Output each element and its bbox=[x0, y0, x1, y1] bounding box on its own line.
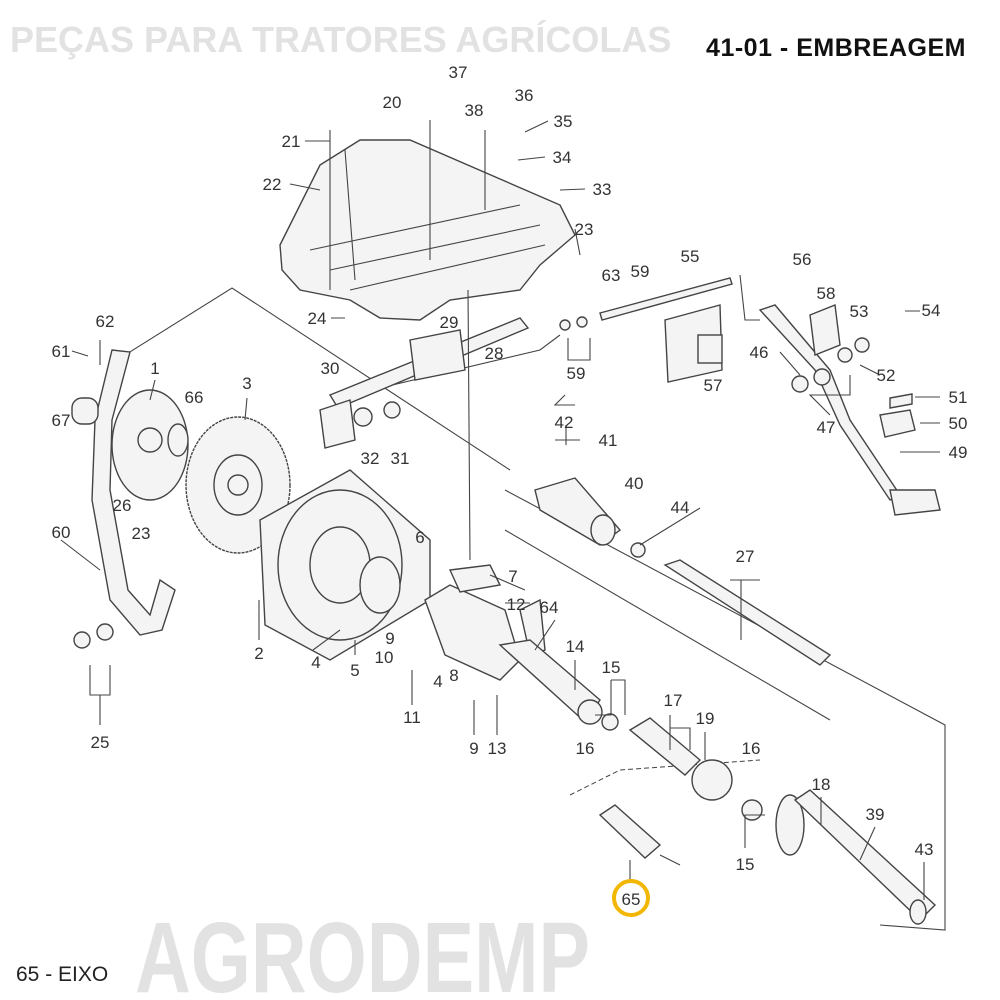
page-title: 41-01 - EMBREAGEM bbox=[706, 34, 966, 62]
callout-label[interactable]: 56 bbox=[793, 250, 812, 269]
callout-label[interactable]: 42 bbox=[555, 413, 574, 432]
callout-label[interactable]: 13 bbox=[488, 739, 507, 758]
callout-label[interactable]: 38 bbox=[465, 101, 484, 120]
input-shaft bbox=[498, 639, 619, 731]
highlight-circle bbox=[612, 879, 650, 917]
callout-label[interactable]: 32 bbox=[361, 449, 380, 468]
callout-label[interactable]: 53 bbox=[850, 302, 869, 321]
callout-label[interactable]: 51 bbox=[949, 388, 968, 407]
callout-label[interactable]: 24 bbox=[308, 309, 327, 328]
callout-label[interactable]: 30 bbox=[321, 359, 340, 378]
callout-label[interactable]: 61 bbox=[52, 342, 71, 361]
callout-label[interactable]: 55 bbox=[681, 247, 700, 266]
callout-label[interactable]: 59 bbox=[631, 262, 650, 281]
brake-pedal-right bbox=[758, 304, 941, 516]
pressure-plate bbox=[259, 469, 431, 661]
callout-label[interactable]: 27 bbox=[736, 547, 755, 566]
shaft-39 bbox=[775, 789, 937, 925]
fork-shaft bbox=[319, 289, 530, 561]
callout-label[interactable]: 64 bbox=[540, 598, 559, 617]
callout-label[interactable]: 10 bbox=[375, 648, 394, 667]
callout-label[interactable]: 58 bbox=[817, 284, 836, 303]
callout-label[interactable]: 17 bbox=[664, 691, 683, 710]
callout-label[interactable]: 57 bbox=[704, 376, 723, 395]
callout-label[interactable]: 12 bbox=[507, 595, 526, 614]
callout-label[interactable]: 21 bbox=[282, 132, 301, 151]
watermark-tagline: PEÇAS PARA TRATORES AGRÍCOLAS bbox=[10, 19, 671, 60]
callout-label[interactable]: 54 bbox=[922, 301, 941, 320]
callout-label[interactable]: 36 bbox=[515, 86, 534, 105]
callout-label[interactable]: 15 bbox=[602, 658, 621, 677]
callout-label[interactable]: 67 bbox=[52, 411, 71, 430]
callout-highlighted[interactable]: 65 bbox=[622, 890, 641, 909]
callout-label[interactable]: 37 bbox=[449, 63, 468, 82]
shaft-17 bbox=[628, 717, 763, 821]
callout-label[interactable]: 40 bbox=[625, 474, 644, 493]
callout-label[interactable]: 47 bbox=[817, 418, 836, 437]
callout-label[interactable]: 25 bbox=[91, 733, 110, 752]
callout-label[interactable]: 8 bbox=[449, 666, 458, 685]
callout-label[interactable]: 5 bbox=[350, 661, 359, 680]
callout-label[interactable]: 15 bbox=[736, 855, 755, 874]
callout-label[interactable]: 16 bbox=[576, 739, 595, 758]
clutch-housing bbox=[279, 120, 576, 321]
callout-label[interactable]: 14 bbox=[566, 637, 585, 656]
callout-label[interactable]: 7 bbox=[508, 567, 517, 586]
callout-label[interactable]: 18 bbox=[812, 775, 831, 794]
callout-label[interactable]: 20 bbox=[383, 93, 402, 112]
callout-label[interactable]: 28 bbox=[485, 344, 504, 363]
callout-label[interactable]: 41 bbox=[599, 431, 618, 450]
callout-label[interactable]: 39 bbox=[866, 805, 885, 824]
shaft-27 bbox=[663, 559, 832, 666]
callout-label[interactable]: 23 bbox=[575, 220, 594, 239]
callout-label[interactable]: 4 bbox=[433, 672, 442, 691]
watermark: PEÇAS PARA TRATORES AGRÍCOLAS AGRODEMP bbox=[10, 19, 671, 1000]
callout-label[interactable]: 46 bbox=[750, 343, 769, 362]
callout-label[interactable]: 43 bbox=[915, 840, 934, 859]
callout-label[interactable]: 9 bbox=[469, 739, 478, 758]
callout-label[interactable]: 19 bbox=[696, 709, 715, 728]
release-yoke bbox=[534, 477, 646, 558]
callout-label[interactable]: 31 bbox=[391, 449, 410, 468]
callout-label[interactable]: 4 bbox=[311, 653, 320, 672]
callout-label[interactable]: 29 bbox=[440, 313, 459, 332]
callout-label[interactable]: 2 bbox=[254, 644, 263, 663]
callout-label[interactable]: 49 bbox=[949, 443, 968, 462]
guide-lines bbox=[124, 274, 946, 931]
linkage-rod bbox=[559, 277, 733, 383]
callout-label[interactable]: 34 bbox=[553, 148, 572, 167]
callout-label[interactable]: 50 bbox=[949, 414, 968, 433]
callout-label[interactable]: 3 bbox=[242, 374, 251, 393]
callout-label[interactable]: 16 bbox=[742, 739, 761, 758]
callout-label[interactable]: 52 bbox=[877, 366, 896, 385]
callout-label[interactable]: 62 bbox=[96, 312, 115, 331]
callout-label[interactable]: 44 bbox=[671, 498, 690, 517]
callout-label[interactable]: 63 bbox=[602, 266, 621, 285]
leader-lines bbox=[60, 120, 940, 900]
callout-label[interactable]: 6 bbox=[415, 528, 424, 547]
part-65-shaft bbox=[598, 804, 681, 866]
callout-label[interactable]: 23 bbox=[132, 524, 151, 543]
callout-label[interactable]: 60 bbox=[52, 523, 71, 542]
clutch-pedal-left bbox=[71, 349, 176, 725]
selected-part-caption: 65 - EIXO bbox=[16, 963, 109, 986]
callout-label[interactable]: 26 bbox=[113, 496, 132, 515]
callout-label[interactable]: 59 bbox=[567, 364, 586, 383]
callout-label[interactable]: 35 bbox=[554, 112, 573, 131]
callout-label[interactable]: 66 bbox=[185, 388, 204, 407]
callout-label[interactable]: 9 bbox=[385, 629, 394, 648]
callout-label[interactable]: 33 bbox=[593, 180, 612, 199]
watermark-brand: AGRODEMP bbox=[135, 902, 590, 1000]
callout-label[interactable]: 22 bbox=[263, 175, 282, 194]
callout-label[interactable]: 11 bbox=[403, 708, 421, 727]
callout-label[interactable]: 1 bbox=[150, 359, 159, 378]
